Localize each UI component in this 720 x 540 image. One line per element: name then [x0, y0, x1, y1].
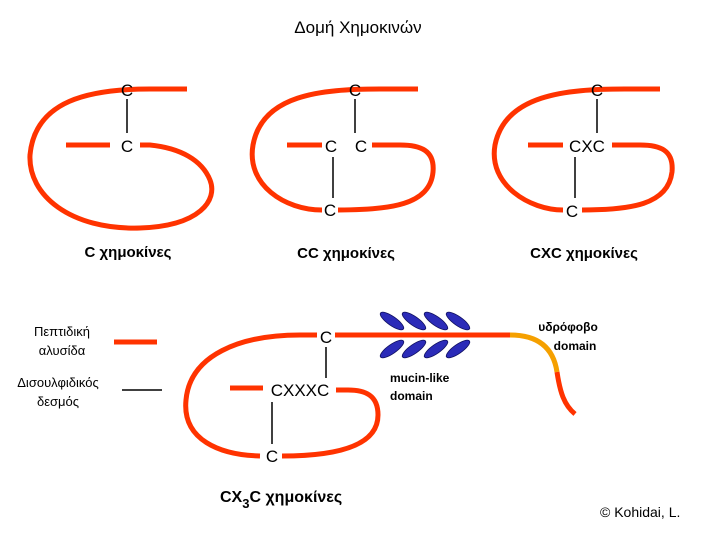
c-chemokine-peptide-chain: [27, 86, 215, 231]
cx3c-chemokine-label: CX3C χημοκίνες: [220, 489, 342, 511]
cc-chemokine-middle-right-cysteine: C: [355, 137, 367, 156]
legend-peptide-chain-label-line2: αλυσίδα: [39, 343, 86, 358]
legend-disulfide-label-line1: Δισουλφιδικός: [17, 375, 98, 390]
cxc-chemokine-motif: CXC: [569, 137, 605, 156]
mucin-domain-label-line2: domain: [390, 389, 433, 403]
c-chemokine-structure: C C C χημοκίνες: [27, 81, 215, 261]
glycan-oval: [379, 311, 405, 331]
glycan-oval: [445, 311, 471, 331]
glycan-oval: [423, 311, 449, 331]
legend-peptide-chain-label-line1: Πεπτιδική: [34, 324, 90, 339]
cx3c-label-suffix: C χημοκίνες: [249, 489, 342, 506]
hydrophobic-domain-label-line1: υδρόφοβο: [538, 320, 598, 334]
glycan-oval: [423, 339, 449, 359]
mucin-glycan-ovals: [379, 311, 471, 359]
c-chemokine-label: C χημοκίνες: [85, 244, 172, 261]
cxc-chemokine-loop-segment: [581, 142, 675, 213]
cx3c-chemokine-structure: C CXXXC C mucin-like domain υδρόφοβο dom…: [183, 311, 598, 511]
c-chemokine-bottom-cysteine: C: [121, 137, 133, 156]
hydrophobic-domain-label-line2: domain: [554, 339, 597, 353]
cc-chemokine-peptide-chain: [249, 86, 418, 213]
cc-chemokine-middle-left-cysteine: C: [325, 137, 337, 156]
cx3c-label-prefix: CX: [220, 489, 243, 506]
credit: © Kohidai, L.: [600, 504, 680, 520]
cx3c-chemokine-top-cysteine: C: [320, 328, 332, 347]
cx3c-label-subscript: 3: [242, 496, 249, 511]
cxc-chemokine-top-cysteine: C: [591, 81, 603, 100]
legend: Πεπτιδική αλυσίδα Δισουλφιδικός δεσμός: [17, 324, 162, 409]
cxc-chemokine-structure: C CXC C CXC χημοκίνες: [491, 81, 675, 262]
cxc-chemokine-bottom-cysteine: C: [566, 202, 578, 221]
glycan-oval: [379, 339, 405, 359]
glycan-oval: [445, 339, 471, 359]
cx3c-chemokine-peptide-chain: [183, 332, 317, 459]
cx3c-chemokine-bottom-cysteine: C: [266, 447, 278, 466]
cc-chemokine-label: CC χημοκίνες: [297, 245, 395, 262]
cc-chemokine-bottom-cysteine: C: [324, 201, 336, 220]
cx3c-chemokine-loop-segment: [281, 387, 381, 459]
legend-disulfide-label-line2: δεσμός: [37, 394, 79, 409]
cx3c-chemokine-motif: CXXXC: [271, 381, 330, 400]
cc-chemokine-top-cysteine: C: [349, 81, 361, 100]
mucin-domain-label-line1: mucin-like: [390, 371, 450, 385]
hydrophobic-domain-segment: [509, 332, 560, 373]
cxc-chemokine-peptide-chain: [491, 86, 660, 213]
c-chemokine-top-cysteine: C: [121, 81, 133, 100]
cxc-chemokine-label: CXC χημοκίνες: [530, 245, 638, 262]
cc-chemokine-structure: C C C C CC χημοκίνες: [249, 81, 436, 262]
glycan-oval: [401, 311, 427, 331]
glycan-oval: [401, 339, 427, 359]
diagram-title: Δομή Χημοκινών: [294, 18, 421, 37]
cx3c-chemokine-c-terminus: [554, 371, 577, 416]
cc-chemokine-loop-segment: [337, 142, 436, 213]
